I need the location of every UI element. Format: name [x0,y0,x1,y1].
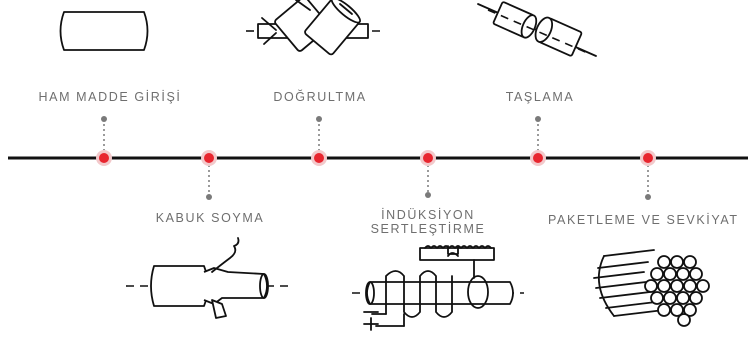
grinding-icon [477,1,597,57]
step-label-induksiyon: İNDÜKSİYON [381,208,475,222]
step-label-kabuk-soyma: KABUK SOYMA [155,211,265,225]
step-label-sertlestirme: SERTLEŞTİRME [370,222,486,236]
raw-bar-icon [59,11,149,51]
induction-hardening-icon [352,245,524,331]
step-label-ham-madde: HAM MADDE GİRİŞİ [38,90,182,104]
straightening-icon [246,0,386,56]
packaging-bundle-icon [593,249,710,327]
step-label-paketleme: PAKETLEME VE SEVKİYAT [548,213,739,227]
peeling-icon [126,237,290,319]
step-label-dogrultma: DOĞRULTMA [273,90,367,104]
step-label-taslama: TAŞLAMA [505,90,575,104]
